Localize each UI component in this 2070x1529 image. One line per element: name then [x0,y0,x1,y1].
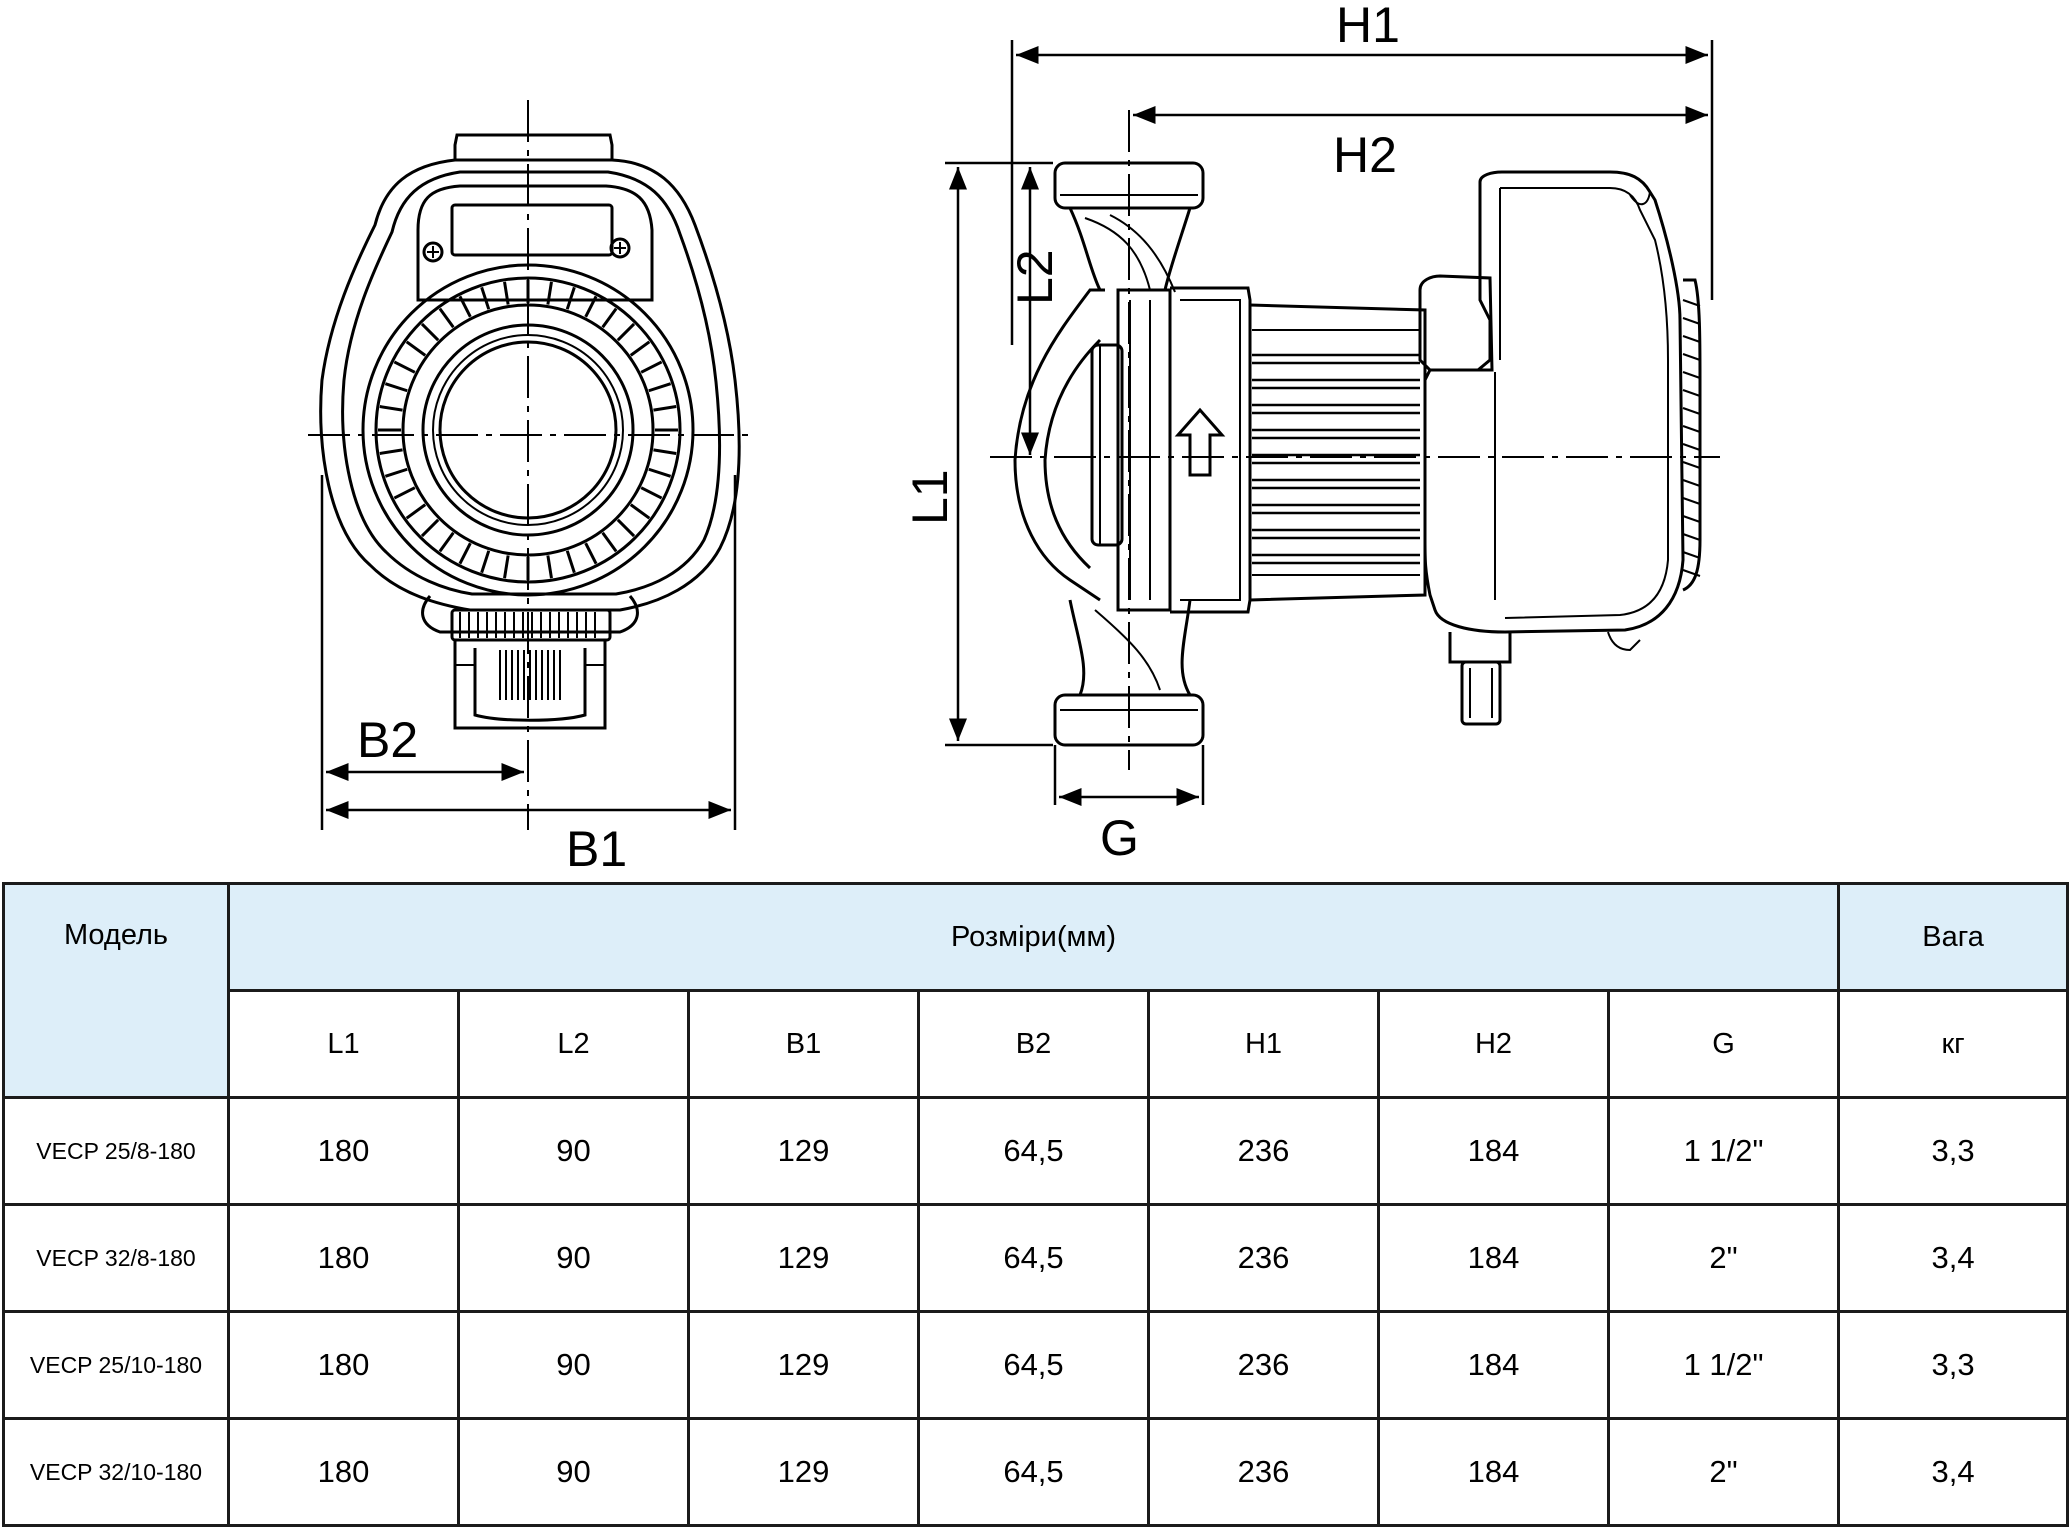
subheader-cell: L1 [227,989,460,1099]
subheader-cell: B1 [687,989,920,1099]
table-subheader-row: L1 L2 B1 B2 H1 H2 G кг [4,989,2070,1099]
dim-label-l1: L1 [902,469,958,525]
dim-label-b1: B1 [566,821,627,877]
subheader-cell: G [1606,989,1841,1099]
value-cell: 1 1/2" [1606,1310,1841,1420]
value-cell: 64,5 [917,1096,1150,1206]
front-view [319,133,741,730]
value-cell: 180 [227,1310,460,1420]
value-cell: 236 [1147,1310,1380,1420]
dim-label-b2: B2 [357,712,418,768]
table-header-row: Модель Розміри(мм) Вага [2,882,2070,1099]
value-cell: 90 [457,1203,690,1313]
value-cell: 180 [227,1096,460,1206]
dimensions-table: Модель Розміри(мм) Вага L1 L2 B1 B2 H1 H… [2,882,2070,1527]
value-cell: 129 [687,1096,920,1206]
header-model: Модель [2,882,230,1099]
model-name: VECP 32/8-180 [2,1203,230,1313]
header-dimensions: Розміри(мм) [226,882,1841,992]
value-cell: 64,5 [917,1417,1150,1527]
value-cell: 90 [457,1417,690,1527]
table-row: VECP 32/8-180 180 90 129 64,5 236 184 2"… [2,1203,2070,1313]
value-cell: 236 [1147,1096,1380,1206]
dim-label-g: G [1100,810,1139,866]
header-weight: Вага [1837,882,2070,992]
value-cell: 64,5 [917,1310,1150,1420]
value-cell: 64,5 [917,1203,1150,1313]
value-cell: 129 [687,1417,920,1527]
subheader-cell: B2 [917,989,1150,1099]
subheader-cell: H2 [1377,989,1610,1099]
table-row: VECP 25/10-180 180 90 129 64,5 236 184 1… [2,1310,2070,1420]
subheader-cell: L2 [457,989,690,1099]
value-cell: 90 [457,1096,690,1206]
dim-label-h1: H1 [1336,0,1400,53]
table-row: VECP 25/8-180 180 90 129 64,5 236 184 1 … [2,1096,2070,1206]
pump-dimension-drawing: B2 B1 [308,0,1720,877]
value-cell: 180 [227,1417,460,1527]
dim-label-h2: H2 [1333,127,1397,183]
value-cell: 236 [1147,1203,1380,1313]
side-view [1013,161,1702,747]
value-cell: 129 [687,1310,920,1420]
table-row: VECP 32/10-180 180 90 129 64,5 236 184 2… [2,1417,2070,1527]
dim-label-l2: L2 [1007,249,1063,305]
subheader-cell: H1 [1147,989,1380,1099]
value-cell: 3,4 [1837,1417,2070,1527]
value-cell: 129 [687,1203,920,1313]
model-name: VECP 25/10-180 [2,1310,230,1420]
value-cell: 3,4 [1837,1203,2070,1313]
value-cell: 184 [1377,1417,1610,1527]
value-cell: 3,3 [1837,1310,2070,1420]
value-cell: 180 [227,1203,460,1313]
value-cell: 184 [1377,1203,1610,1313]
model-name: VECP 32/10-180 [2,1417,230,1527]
value-cell: 2" [1606,1417,1841,1527]
subheader-cell: кг [1837,989,2070,1099]
model-name: VECP 25/8-180 [2,1096,230,1206]
value-cell: 184 [1377,1096,1610,1206]
value-cell: 3,3 [1837,1096,2070,1206]
value-cell: 1 1/2" [1606,1096,1841,1206]
value-cell: 184 [1377,1310,1610,1420]
value-cell: 2" [1606,1203,1841,1313]
value-cell: 236 [1147,1417,1380,1527]
value-cell: 90 [457,1310,690,1420]
